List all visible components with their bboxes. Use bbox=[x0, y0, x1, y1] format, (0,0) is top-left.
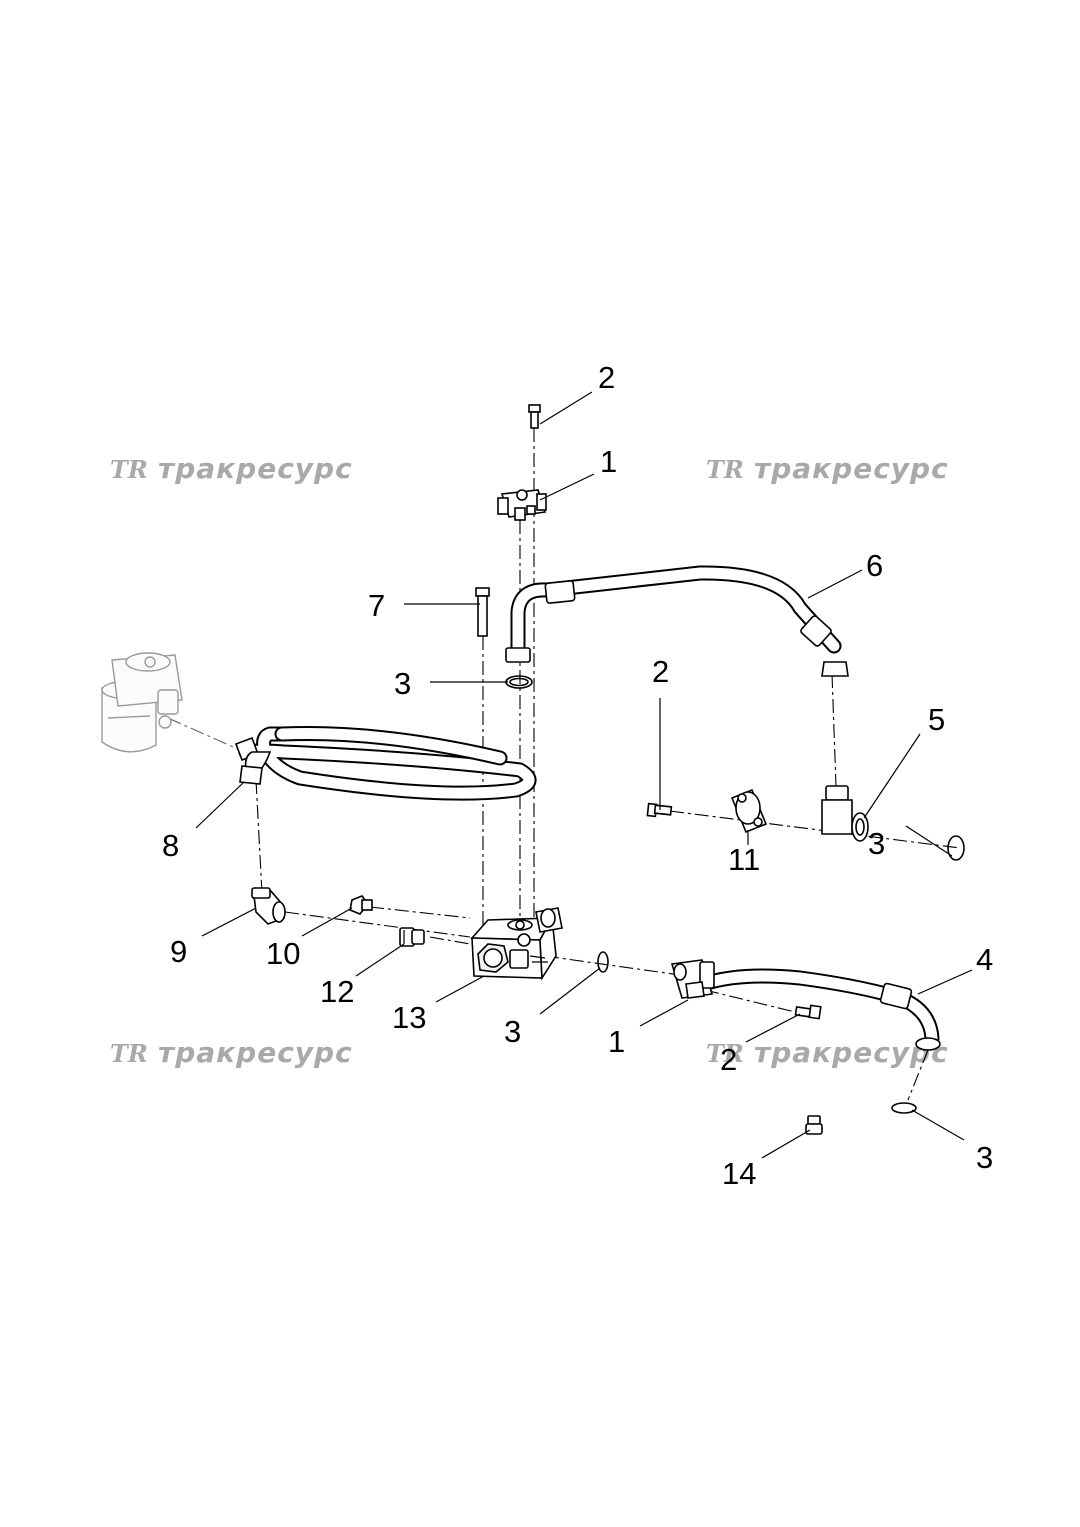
callout-3-upper: 3 bbox=[394, 666, 411, 701]
long-bolt-7 bbox=[475, 587, 490, 637]
watermark-text: тракресурс bbox=[158, 1036, 353, 1069]
callout-6: 6 bbox=[866, 548, 883, 583]
hose-8 bbox=[234, 726, 537, 801]
watermark-text: тракресурс bbox=[754, 1036, 949, 1069]
callout-10: 10 bbox=[266, 936, 300, 971]
callout-2-mid: 2 bbox=[652, 654, 669, 689]
flange-clamp-1-top bbox=[497, 489, 547, 521]
callout-5: 5 bbox=[928, 702, 945, 737]
callout-12: 12 bbox=[320, 974, 354, 1009]
watermark-bottom-left: TR тракресурс bbox=[110, 1036, 353, 1069]
leader-lines bbox=[195, 391, 973, 1159]
callout-14: 14 bbox=[722, 1156, 756, 1191]
callout-3-center: 3 bbox=[504, 1014, 521, 1049]
hose-6-ferrule-right bbox=[800, 615, 832, 647]
callout-2-bottom: 2 bbox=[720, 1042, 737, 1077]
hose-8-nut-lower bbox=[239, 765, 263, 785]
watermark-logo: TR bbox=[706, 455, 744, 484]
valve-block-13 bbox=[470, 907, 563, 981]
callout-8: 8 bbox=[162, 828, 179, 863]
elbow-fitting-9 bbox=[251, 887, 286, 925]
callout-13: 13 bbox=[392, 1000, 426, 1035]
watermark-text: тракресурс bbox=[158, 452, 353, 485]
hose-4-flange bbox=[915, 1037, 941, 1051]
callout-1-bottom: 1 bbox=[608, 1024, 625, 1059]
callout-labels: 2 1 6 7 3 2 5 8 11 3 9 10 12 13 3 1 4 2 … bbox=[162, 360, 993, 1191]
tee-fitting-5 bbox=[821, 785, 869, 842]
hose-6-ferrule-left bbox=[544, 580, 576, 604]
callout-3-right: 3 bbox=[868, 826, 885, 861]
plug-14 bbox=[805, 1115, 823, 1135]
o-ring-3-center bbox=[597, 951, 609, 973]
bolt-2-bottom bbox=[794, 1004, 822, 1020]
watermark-logo: TR bbox=[706, 1039, 744, 1068]
hose-4-ferrule bbox=[879, 982, 913, 1010]
adapter-12 bbox=[399, 927, 425, 947]
callout-2-top: 2 bbox=[598, 360, 615, 395]
hose-6-flange bbox=[505, 647, 531, 663]
o-ring-3-right bbox=[947, 835, 965, 861]
watermark-logo: TR bbox=[110, 455, 148, 484]
watermark-bottom-right: TR тракресурс bbox=[706, 1036, 949, 1069]
hose-6 bbox=[505, 565, 849, 677]
callout-7: 7 bbox=[368, 588, 385, 623]
hose-4 bbox=[696, 968, 941, 1051]
o-ring-3-bottom bbox=[891, 1102, 917, 1114]
watermark-text: тракресурс bbox=[754, 452, 949, 485]
callout-11: 11 bbox=[728, 842, 760, 877]
flange-clamp-1-bottom bbox=[670, 959, 715, 999]
bolt-2-mid bbox=[646, 802, 673, 818]
fitting-10 bbox=[349, 895, 373, 915]
flange-clamp-11 bbox=[730, 788, 768, 834]
watermark-top-left: TR тракресурс bbox=[110, 452, 353, 485]
watermark-top-right: TR тракресурс bbox=[706, 452, 949, 485]
o-ring-3-upper bbox=[505, 675, 533, 689]
callout-4: 4 bbox=[976, 942, 993, 977]
steering-unit-ghost bbox=[101, 652, 183, 753]
callout-1-top: 1 bbox=[600, 444, 617, 479]
watermark-logo: TR bbox=[110, 1039, 148, 1068]
callout-3-bottom: 3 bbox=[976, 1140, 993, 1175]
hose-6-nut bbox=[821, 661, 849, 677]
callout-9: 9 bbox=[170, 934, 187, 969]
bolt-2-top bbox=[528, 404, 541, 429]
